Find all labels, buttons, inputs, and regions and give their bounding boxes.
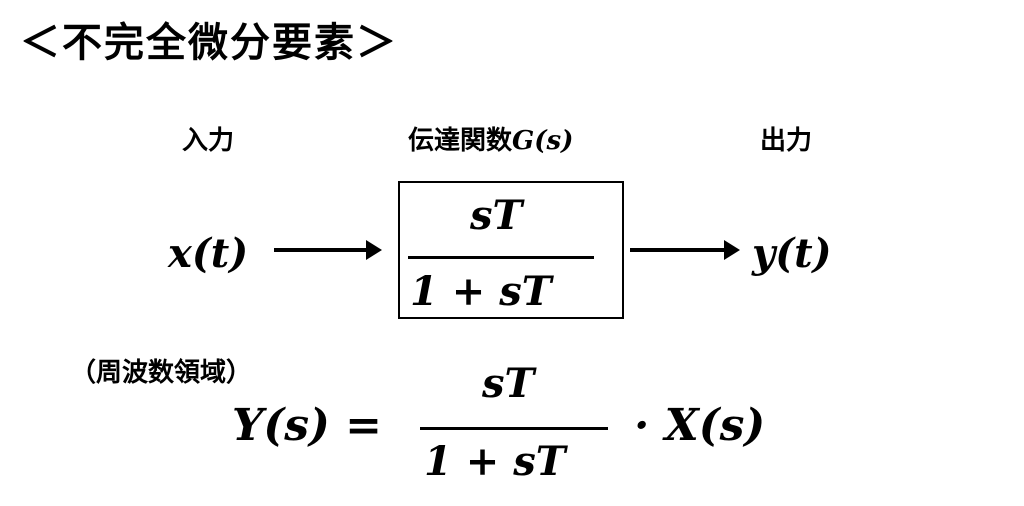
equation-denominator: 1 + sT — [424, 438, 566, 485]
transfer-math: G(s) — [512, 126, 574, 156]
output-signal: y(t) — [752, 230, 832, 277]
output-arrow — [630, 240, 740, 260]
input-label: 入力 — [182, 126, 235, 156]
equation-fraction-line — [420, 427, 608, 430]
transfer-text: 伝達関数 — [408, 126, 513, 156]
transfer-label: 伝達関数G(s) — [408, 120, 573, 157]
input-arrow — [274, 240, 382, 260]
equation-numerator: sT — [482, 360, 535, 407]
output-label: 出力 — [760, 126, 813, 156]
input-signal: x(t) — [168, 230, 249, 277]
page-title: ＜不完全微分要素＞ — [20, 20, 398, 66]
block-denominator: 1 + sT — [410, 268, 552, 315]
equation-rhs: · X(s) — [634, 400, 766, 451]
equation-lhs: Y(s) = — [232, 400, 383, 451]
block-fraction-line — [408, 256, 594, 259]
block-numerator: sT — [470, 192, 523, 239]
domain-label: （周波数領域） — [70, 358, 253, 388]
transfer-block — [398, 181, 624, 319]
